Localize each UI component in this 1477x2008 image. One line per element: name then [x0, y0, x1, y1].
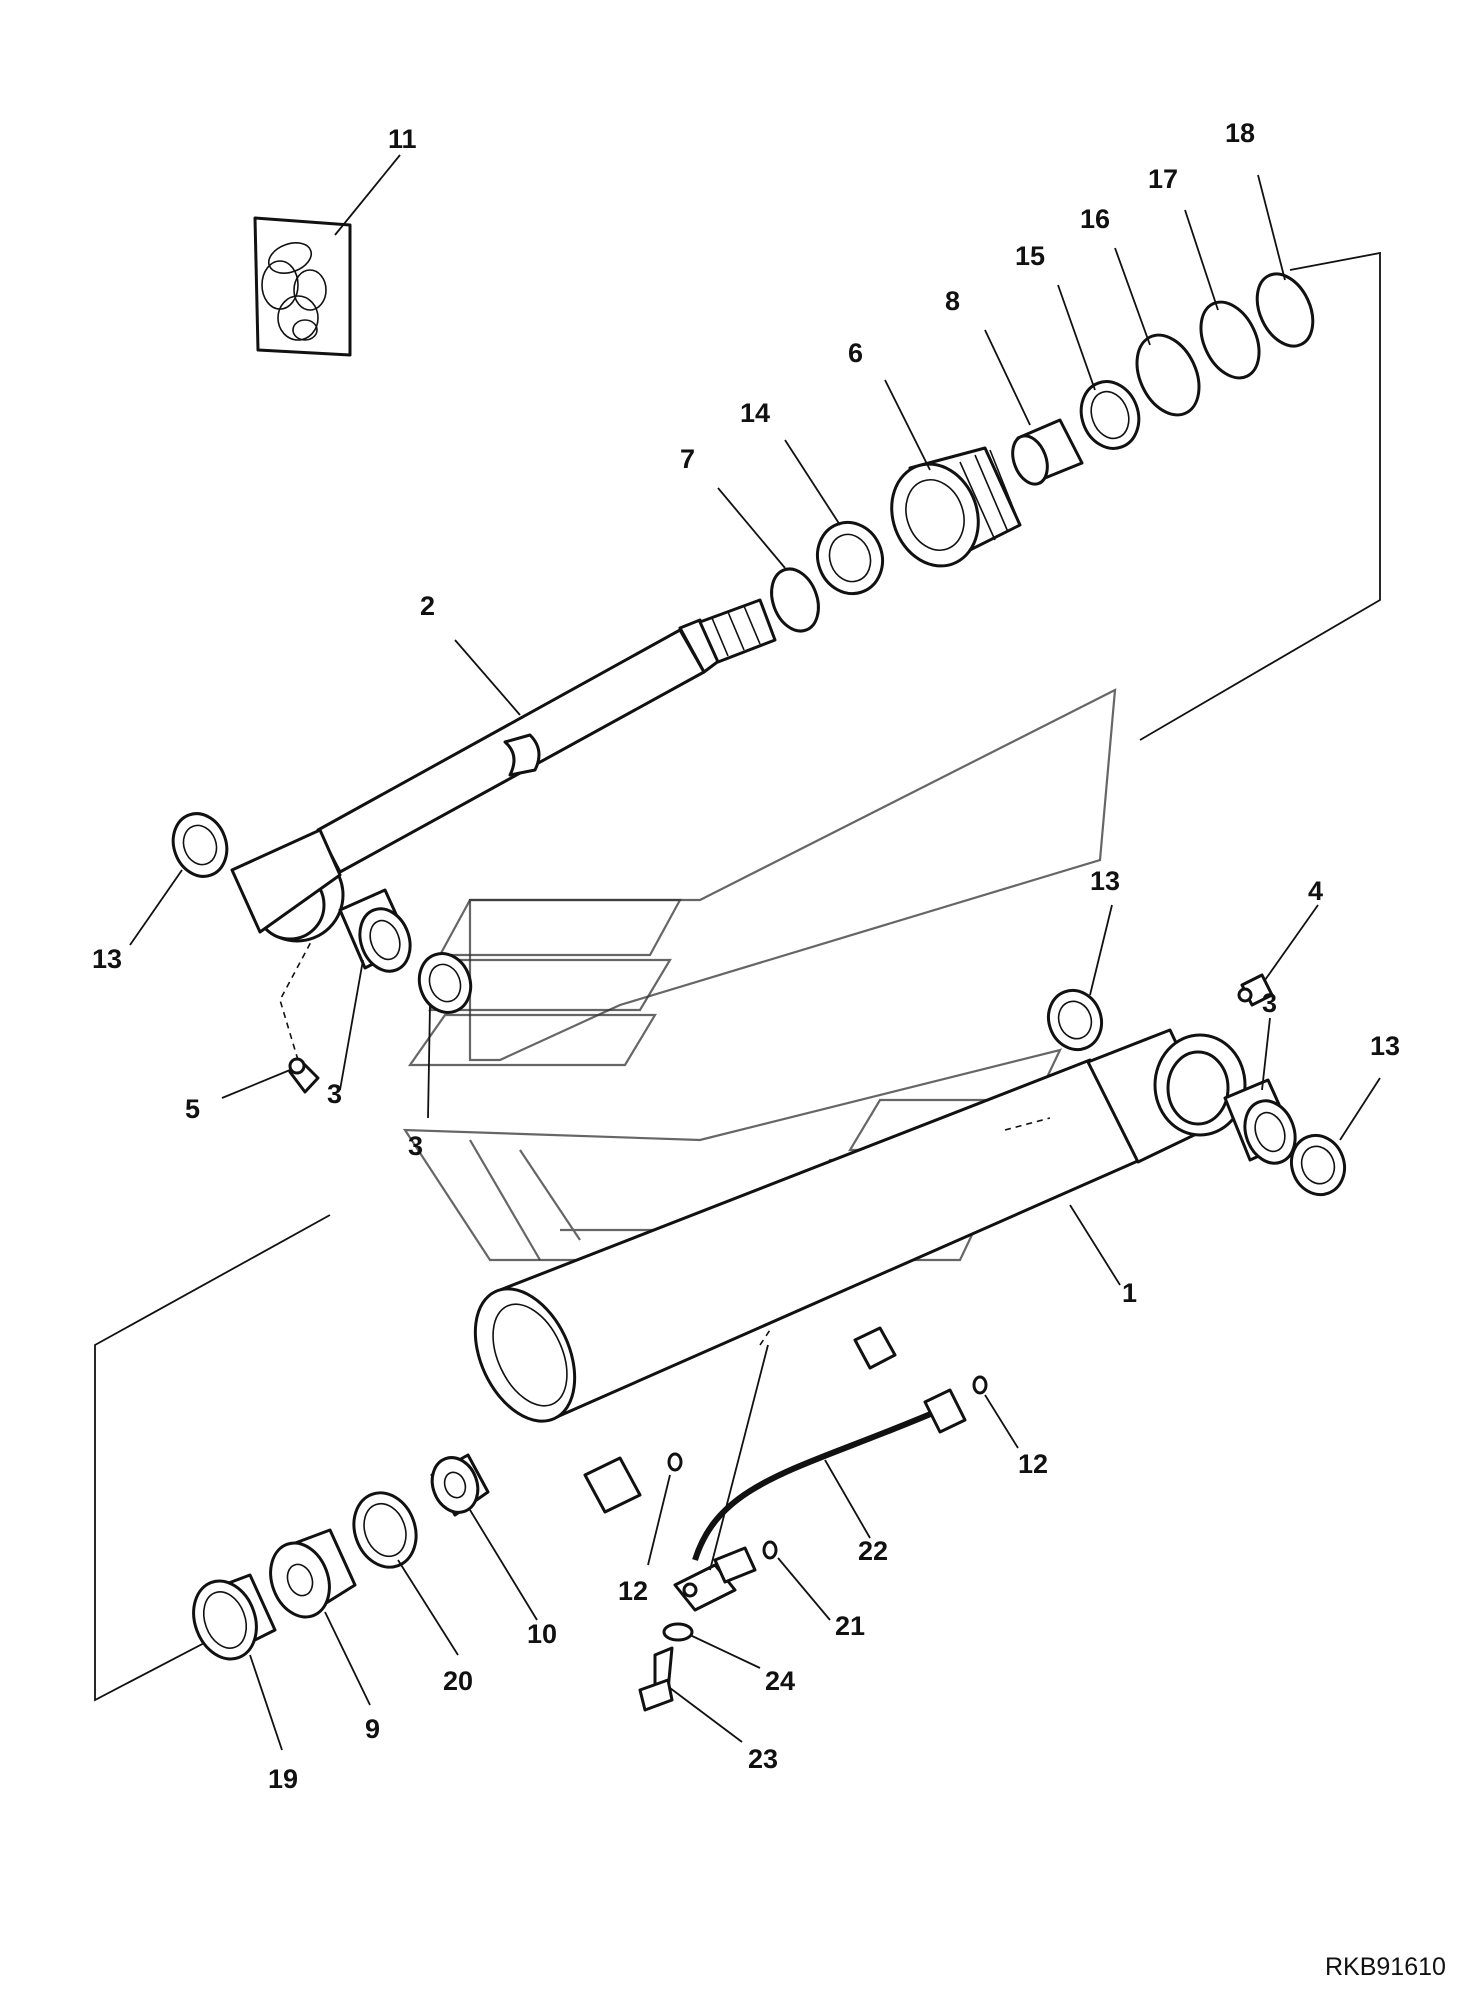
washer-24: [662, 1622, 694, 1642]
o-ring-12-left: [667, 1452, 683, 1472]
seal-15: [1079, 380, 1141, 450]
callout-3-b: 3: [1262, 988, 1277, 1018]
o-ring-12-right: [972, 1375, 988, 1395]
piston-ring-19: [192, 1573, 277, 1661]
callout-1: 1: [1122, 1278, 1137, 1308]
callout-3-a: 3: [327, 1079, 342, 1109]
callout-23: 23: [748, 1744, 778, 1774]
callout-15: 15: [1015, 241, 1045, 271]
callout-7: 7: [680, 444, 695, 474]
grease-fitting-5: [279, 939, 320, 1094]
assembly-boundary-lines: [94, 251, 1381, 1702]
dust-seal-13-center: [417, 952, 473, 1014]
dust-seal-13-right: [1290, 1133, 1346, 1197]
callout-2: 2: [420, 591, 435, 621]
bolt-23: [638, 1646, 674, 1712]
callout-21: 21: [835, 1611, 865, 1641]
callout-19: 19: [268, 1764, 298, 1794]
snap-ring-7: [770, 567, 820, 633]
ring-20: [352, 1491, 418, 1569]
seal-kit-bag: [253, 216, 352, 357]
bushing-8: [1011, 418, 1084, 486]
piston-rod: [230, 598, 777, 943]
callout-13-b: 13: [1090, 866, 1120, 896]
dust-seal-13-right-top: [1047, 988, 1103, 1052]
callout-4: 4: [1308, 876, 1323, 906]
grease-fitting-4: [1237, 973, 1274, 1007]
callout-14: 14: [740, 398, 770, 428]
callout-6: 6: [848, 338, 863, 368]
callout-10: 10: [527, 1619, 557, 1649]
callout-12-a: 12: [1018, 1449, 1048, 1479]
callout-22: 22: [858, 1536, 888, 1566]
callout-8: 8: [945, 286, 960, 316]
o-ring-21: [762, 1540, 778, 1560]
callout-24: 24: [765, 1666, 795, 1696]
o-ring-18: [1255, 272, 1315, 348]
callout-13-a: 13: [92, 944, 122, 974]
dust-seal-13-left: [171, 812, 229, 878]
callout-12-b: 12: [618, 1576, 648, 1606]
callout-13-c: 13: [1370, 1031, 1400, 1061]
drawing-code: RKB91610: [1325, 1953, 1446, 1981]
callout-11: 11: [388, 124, 417, 154]
callout-18: 18: [1225, 118, 1255, 148]
backup-ring-17: [1199, 300, 1261, 380]
bushing-3-left: [338, 888, 412, 973]
callout-5: 5: [185, 1094, 200, 1124]
leader-lines: [129, 154, 1381, 1751]
cylinder-tube: [473, 1028, 1247, 1514]
callout-16: 16: [1080, 204, 1110, 234]
nut-10: [430, 1453, 490, 1517]
callout-9: 9: [365, 1714, 380, 1744]
hose-22: [673, 1388, 967, 1612]
bushing-14: [816, 520, 884, 596]
callout-labels: 11 18 17 16 15 8 6 14 7 2 13 3 5 3 13 4 …: [92, 118, 1446, 1981]
bushing-3-right: [1223, 1078, 1297, 1165]
callout-17: 17: [1148, 164, 1178, 194]
o-ring-16: [1135, 333, 1201, 417]
piston-9: [269, 1528, 357, 1619]
callout-20: 20: [443, 1666, 473, 1696]
callout-13-d: 3: [408, 1131, 423, 1161]
cylinder-head-6: [890, 446, 1022, 568]
